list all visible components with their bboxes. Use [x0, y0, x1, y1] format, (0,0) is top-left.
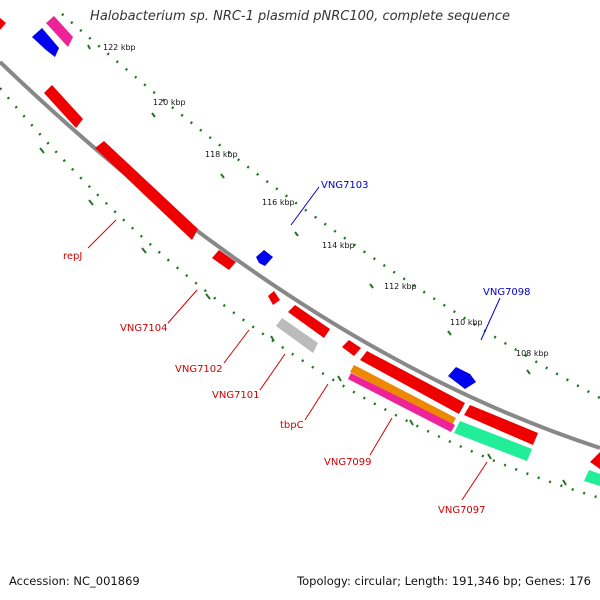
scale-label-110: 110 kbp [450, 318, 483, 327]
outer-scale-track [61, 13, 600, 400]
leader-vng7098 [480, 297, 501, 341]
plasmid-backbone [0, 60, 600, 450]
forward-genes [32, 16, 476, 389]
inner-tick-marks [39, 147, 567, 486]
feature-tracks [348, 365, 600, 486]
leader-vng7097 [461, 461, 488, 501]
gene-vng7102[interactable] [268, 291, 280, 305]
track-magenta[interactable] [348, 373, 455, 432]
gene-vng7098[interactable] [448, 367, 476, 389]
reverse-genes [0, 18, 600, 469]
track-green-edge[interactable] [584, 470, 600, 486]
leader-repj [87, 219, 117, 249]
label-vng7103: VNG7103 [321, 180, 369, 191]
scale-label-120: 120 kbp [153, 98, 186, 107]
leader-vng7103 [290, 186, 320, 226]
track-green-vng7097[interactable] [454, 421, 532, 461]
label-repj: repJ [63, 251, 82, 262]
label-tbpc: tbpC [280, 420, 304, 431]
gene-tbpc[interactable] [360, 351, 465, 414]
scale-label-114: 114 kbp [322, 241, 355, 250]
gene-tbpc-upstream[interactable] [342, 340, 361, 356]
label-vng7102: VNG7102 [175, 364, 223, 375]
topology-summary: Topology: circular; Length: 191,346 bp; … [297, 574, 591, 588]
label-leaders [87, 186, 501, 501]
gene-vng7101-red[interactable] [288, 305, 330, 338]
gene-top-red-stub[interactable] [0, 18, 6, 30]
leader-vng7099 [369, 417, 393, 456]
track-orange[interactable] [350, 365, 456, 425]
accession-label: Accession: NC_001869 [9, 574, 140, 588]
gene-right-edge-red[interactable] [590, 452, 600, 469]
label-vng7104: VNG7104 [120, 323, 168, 334]
gene-vng7103[interactable] [256, 250, 273, 266]
gene-forward-top-blue[interactable] [32, 28, 59, 57]
outer-tick-marks [87, 44, 531, 375]
gene-vng7101-gray[interactable] [276, 318, 318, 353]
gene-repj[interactable] [95, 141, 198, 240]
scale-label-112: 112 kbp [384, 282, 417, 291]
scale-label-108: 108 kbp [516, 349, 549, 358]
label-vng7101: VNG7101 [212, 390, 260, 401]
gene-vng7097-red[interactable] [464, 405, 538, 445]
label-vng7099: VNG7099 [324, 457, 372, 468]
gene-repj-upstream[interactable] [44, 85, 83, 128]
leader-vng7101 [259, 353, 286, 391]
leader-tbpc [304, 383, 329, 421]
gene-forward-top-magenta[interactable] [46, 16, 73, 47]
leader-vng7102 [223, 329, 250, 364]
label-vng7098: VNG7098 [483, 287, 531, 298]
label-vng7097: VNG7097 [438, 505, 486, 516]
scale-label-116: 116 kbp [262, 198, 295, 207]
gene-vng7104[interactable] [212, 250, 236, 270]
leader-vng7104 [167, 289, 198, 324]
scale-label-118: 118 kbp [205, 150, 238, 159]
scale-label-122: 122 kbp [103, 43, 136, 52]
map-title: Halobacterium sp. NRC-1 plasmid pNRC100,… [90, 9, 510, 24]
